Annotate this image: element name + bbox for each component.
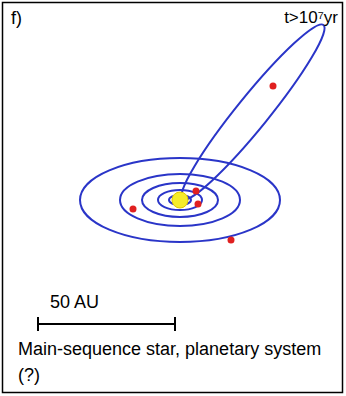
panel-border: [3, 3, 343, 393]
scale-label: 50 AU: [50, 292, 99, 313]
star: [172, 192, 188, 208]
caption: Main-sequence star, planetary system (?): [18, 336, 328, 388]
orbits: [80, 15, 336, 242]
scale-bar: [38, 317, 175, 331]
panel-letter: f): [11, 8, 22, 29]
planets: [130, 83, 277, 244]
time-label: t>10⁷yr: [284, 8, 338, 28]
